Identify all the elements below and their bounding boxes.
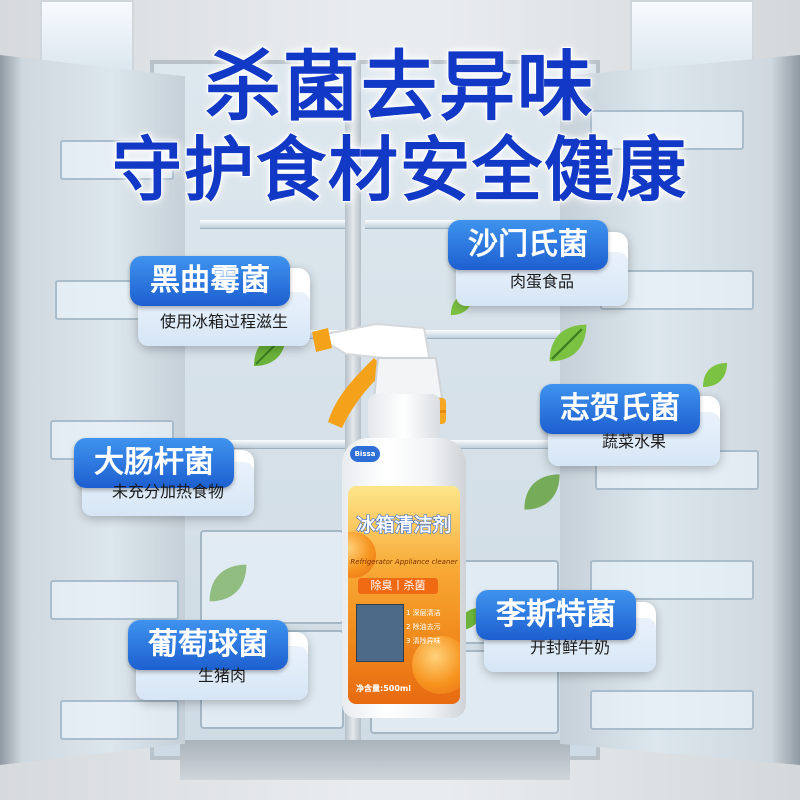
fridge-shelf (365, 440, 560, 449)
germ-name: 志贺氏菌 (540, 384, 700, 434)
fridge-base (180, 740, 570, 780)
leaf-icon (209, 564, 247, 602)
germ-name: 李斯特菌 (476, 590, 636, 640)
fridge-shelf (200, 220, 345, 229)
germ-name: 黑曲霉菌 (130, 256, 290, 306)
germ-name: 沙门氏菌 (448, 220, 608, 270)
product-tag: 除臭丨杀菌 (358, 578, 438, 594)
orange-icon (348, 532, 376, 578)
leaf-icon (703, 363, 727, 387)
orange-icon (412, 636, 460, 694)
door-bin (60, 700, 179, 740)
product-bottle: 冰箱清洁剂 Refrigerator Appliance cleaner 除臭丨… (306, 318, 476, 718)
leaf-icon (524, 474, 560, 510)
germ-card: 李斯特菌 开封鲜牛奶 (476, 590, 656, 672)
germ-source: 生猪肉 (197, 666, 246, 685)
fridge-shelf (200, 440, 345, 449)
germ-source: 开封鲜牛奶 (529, 638, 610, 657)
germ-card: 大肠杆菌 未充分加热食物 (74, 438, 254, 516)
germ-source: 使用冰箱过程滋生 (159, 312, 288, 331)
door-bin (50, 580, 179, 620)
germ-card: 葡萄球菌 生猪肉 (128, 620, 308, 700)
product-name: 冰箱清洁剂 (356, 514, 452, 536)
germ-name: 大肠杆菌 (74, 438, 234, 488)
headline-line-1: 杀菌去异味 (204, 41, 595, 132)
headline-line-2: 守护食材安全健康 (111, 128, 688, 212)
germ-source: 蔬菜水果 (601, 432, 666, 451)
germ-name: 葡萄球菌 (128, 620, 288, 670)
product-feature: 1 深层清洁 (406, 609, 441, 617)
door-bin (590, 690, 754, 730)
brand-logo: Bissa (350, 446, 380, 462)
product-feature: 2 除油去污 (406, 623, 441, 631)
germ-source: 肉蛋食品 (509, 272, 574, 291)
product-english-name: Refrigerator Appliance cleaner (350, 558, 458, 566)
net-content: 净含量:500ml (356, 684, 411, 693)
product-feature: 3 清除异味 (406, 637, 441, 645)
fridge-thumbnail-icon (356, 604, 404, 662)
germ-card: 沙门氏菌 肉蛋食品 (448, 220, 628, 306)
germ-source: 未充分加热食物 (111, 482, 224, 501)
leaf-icon (549, 324, 587, 362)
germ-card: 志贺氏菌 蔬菜水果 (540, 384, 720, 466)
bottle-label: 冰箱清洁剂 Refrigerator Appliance cleaner 除臭丨… (348, 486, 460, 704)
door-bin (60, 140, 174, 180)
germ-card: 黑曲霉菌 使用冰箱过程滋生 (130, 256, 310, 346)
fridge-shelf (365, 330, 560, 339)
door-bin (590, 110, 744, 150)
